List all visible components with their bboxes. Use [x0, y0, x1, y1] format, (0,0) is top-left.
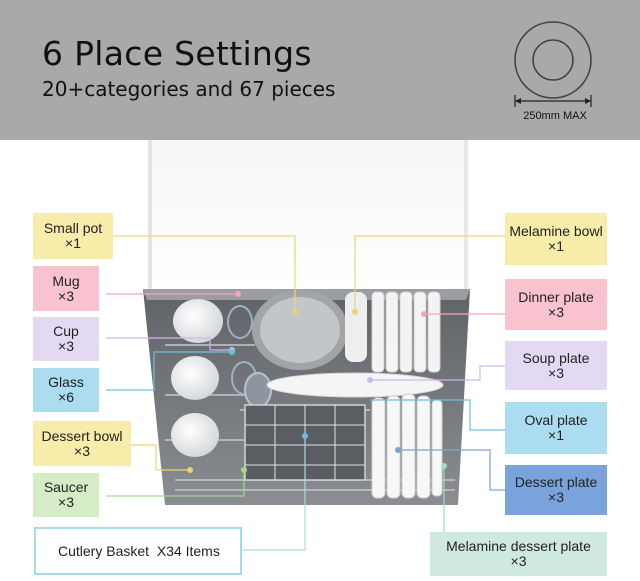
- label-melamine-dessert-plate: Melamine dessert plate ×3: [430, 532, 607, 576]
- label-saucer: Saucer ×3: [33, 473, 99, 517]
- label-oval-plate: Oval plate ×1: [505, 402, 607, 454]
- oval-plate: [266, 372, 444, 398]
- label-dessert-plate: Dessert plate ×3: [505, 465, 607, 515]
- label-mug: Mug ×3: [33, 266, 99, 311]
- mug-2: [171, 356, 219, 400]
- label-small-pot: Small pot ×1: [33, 213, 113, 259]
- mug-1: [173, 299, 223, 343]
- label-cutlery-basket: Cutlery Basket X34 Items: [34, 527, 242, 575]
- label-glass: Glass ×6: [33, 368, 99, 412]
- dishwasher-top: [148, 140, 468, 290]
- label-cup: Cup ×3: [33, 317, 99, 361]
- header-banner: [0, 0, 640, 140]
- page-title: 6 Place Settings: [42, 34, 312, 73]
- label-dessert-bowl: Dessert bowl ×3: [33, 421, 131, 466]
- label-soup-plate: Soup plate ×3: [505, 341, 607, 390]
- mug-3: [171, 413, 219, 457]
- plate-size-caption: 250mm MAX: [523, 110, 587, 122]
- label-melamine-bowl: Melamine bowl ×1: [505, 213, 607, 265]
- plate-size-icon: [514, 21, 592, 107]
- page-subtitle: 20+categories and 67 pieces: [42, 77, 336, 101]
- label-dinner-plate: Dinner plate ×3: [505, 279, 607, 330]
